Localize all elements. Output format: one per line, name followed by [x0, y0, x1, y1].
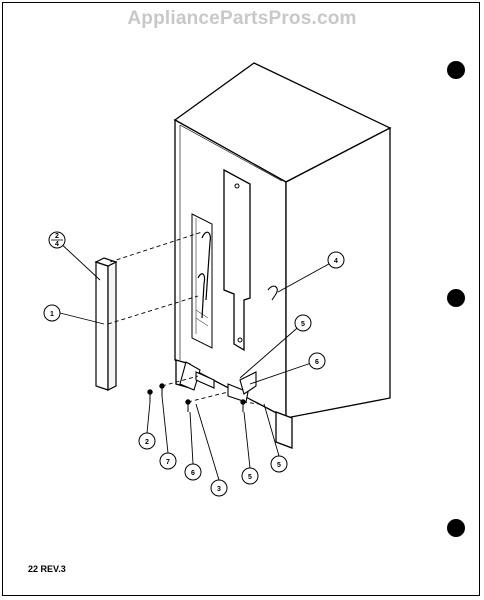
fraction-numerator: 2: [55, 233, 59, 240]
side-clip: [267, 285, 278, 301]
cabinet-foot-right: [275, 411, 293, 449]
page-footer: 22 REV.3: [28, 564, 66, 574]
callout-label: 6: [191, 470, 195, 477]
cabinet-side: [285, 126, 391, 419]
callout-label: 5: [301, 321, 305, 328]
lower-brackets: [179, 361, 257, 403]
page-border: [2, 2, 480, 596]
callout-label: 1: [50, 311, 54, 318]
callout-labels: 1 2 7 6 3 5 5 4 5 6: [50, 258, 338, 493]
screw-1: [147, 389, 153, 395]
cabinet: [173, 62, 392, 449]
leader-lines: [56, 239, 337, 481]
callout-label: 5: [277, 462, 281, 469]
evaporator-plate: [223, 168, 251, 352]
mounting-recess: [191, 213, 213, 349]
binder-hole-bottom: [447, 519, 465, 537]
callout-label: 6: [315, 359, 319, 366]
fraction-callout: 2 4: [48, 231, 66, 249]
binder-hole-top: [447, 61, 465, 79]
fraction-denominator: 4: [55, 241, 59, 248]
watermark: AppliancePartsPros.com: [127, 8, 357, 29]
callout-label: 2: [145, 439, 149, 446]
callout-label: 7: [166, 459, 170, 466]
callouts: [43, 251, 345, 497]
trim-strip: [94, 257, 118, 391]
binder-hole-middle: [447, 289, 465, 307]
callout-label: 4: [334, 258, 338, 265]
callout-label: 3: [217, 486, 221, 493]
callout-label: 5: [248, 474, 252, 481]
assembly-lines: [107, 231, 261, 405]
